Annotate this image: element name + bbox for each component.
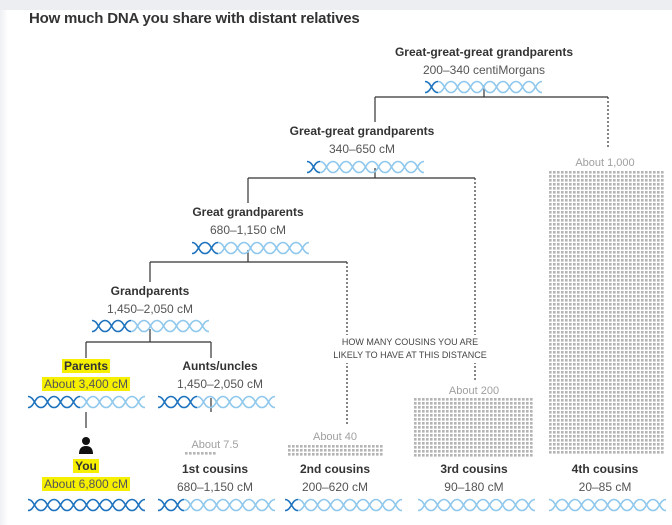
diagram-title: How much DNA you share with distant rela… [29,10,360,27]
dna-strand-1st-cousins [158,498,275,512]
dna-strand-4th-cousins [549,498,666,512]
node-label: 3rd cousins [440,462,508,476]
left-edge-shadow [0,10,8,525]
dna-strand-great-great-grandparents [307,160,424,174]
cm-range: 680–1,150 cM [209,223,287,237]
note-line-1: HOW MANY COUSINS YOU ARE [341,337,479,347]
cm-range: 200–620 cM [301,480,369,494]
cm-range: 20–85 cM [578,480,632,494]
node-label: Great-great grandparents [289,124,435,138]
cousin-count-note: HOW MANY COUSINS YOU ARE LIKELY TO HAVE … [331,335,489,363]
cm-range: 1,450–2,050 cM [106,302,194,316]
node-label: Great-great-great grandparents [394,45,574,59]
node-label: You [73,459,99,473]
node-aunts-uncles: Aunts/uncles 1,450–2,050 cM [177,359,263,392]
node-4th-cousins: 4th cousins 20–85 cM [572,462,639,495]
node-1st-cousins: 1st cousins 680–1,150 cM [177,462,253,495]
person-icon [79,437,93,454]
node-label: Grandparents [110,284,190,298]
dot-grid-1st-cousins [185,452,216,455]
node-great-great-great-grandparents: Great-great-great grandparents 200–340 c… [395,45,573,78]
cm-range: 90–180 cM [444,480,504,494]
dna-strand-3rd-cousins [418,498,535,512]
cm-range: About 6,800 cM [41,477,131,491]
note-line-2: LIKELY TO HAVE AT THIS DISTANCE [333,350,487,360]
node-label: Great grandparents [192,205,304,219]
node-great-grandparents: Great grandparents 680–1,150 cM [192,205,303,238]
top-bar [0,0,672,10]
cm-range: 200–340 centiMorgans [422,63,546,77]
dna-strand-aunts-uncles [158,395,275,409]
cousin-count-1st: About 7.5 [191,439,239,451]
node-parents: Parents About 3,400 cM [41,359,131,392]
node-3rd-cousins: 3rd cousins 90–180 cM [440,462,507,495]
dot-grid-4th-cousins [549,171,664,454]
node-label: 2nd cousins [299,462,371,476]
dna-strand-2nd-cousins [285,498,402,512]
dna-strand-grandparents [92,319,209,333]
cm-range: 1,450–2,050 cM [176,377,264,391]
node-great-great-grandparents: Great-great grandparents 340–650 cM [290,124,435,157]
cousin-count-3rd: About 200 [448,385,500,397]
dot-grid-2nd-cousins [288,445,383,456]
cousin-count-4th: About 1,000 [575,157,635,169]
node-label: 1st cousins [181,462,249,476]
dna-strand-parents [28,395,145,409]
dna-strand-great-grandparents [192,241,309,255]
cm-range: About 3,400 cM [41,377,131,391]
node-grandparents: Grandparents 1,450–2,050 cM [107,284,193,317]
node-2nd-cousins: 2nd cousins 200–620 cM [300,462,370,495]
dna-strand-you [28,498,145,512]
cousin-count-2nd: About 40 [312,431,358,443]
node-label: Parents [61,359,111,373]
node-you: You About 6,800 cM [41,459,131,492]
cm-range: 340–650 cM [328,142,396,156]
node-label: Aunts/uncles [182,359,258,373]
dot-grid-3rd-cousins [414,398,533,457]
cm-range: 680–1,150 cM [176,480,254,494]
node-label: 4th cousins [571,462,639,476]
dna-strand-great-great-great-grandparents [425,80,542,94]
